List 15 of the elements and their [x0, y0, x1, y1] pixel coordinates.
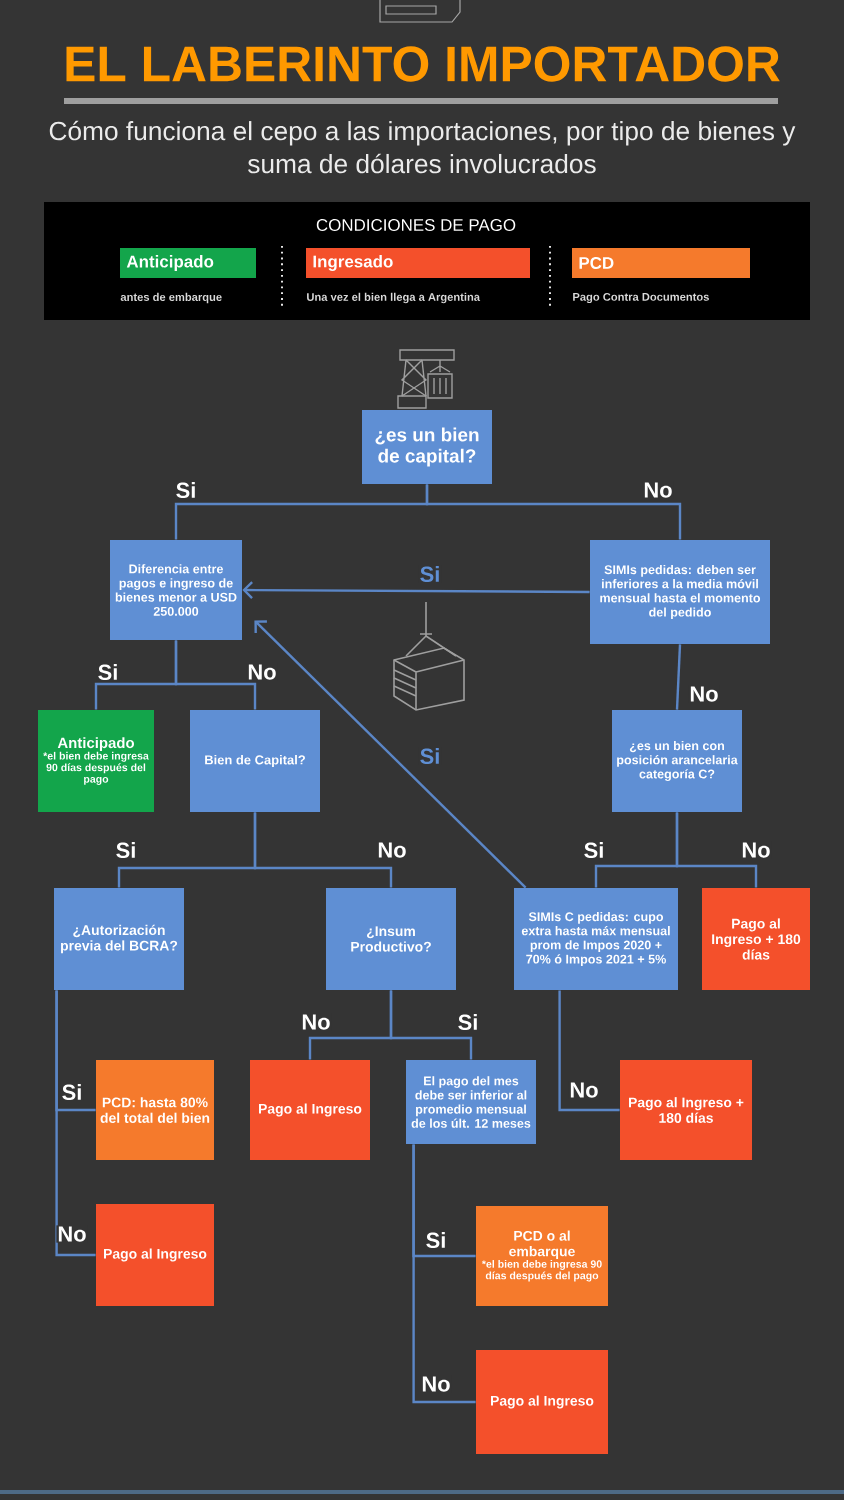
- edge-label: No: [300, 1013, 332, 1031]
- edge-label: No: [376, 841, 408, 859]
- diagram-title: EL LABERINTO IMPORTADOR: [66, 46, 780, 82]
- edge-label: No: [56, 1225, 88, 1243]
- legend-label: PCD: [579, 257, 614, 269]
- label: Cómo funciona el cepo a las importaciones, por tipo de bienes y suma de dólares involucrados: [49, 120, 796, 174]
- edge-label: No: [420, 1375, 452, 1393]
- edge-label: No: [568, 1081, 600, 1099]
- edge-label: No: [246, 663, 278, 681]
- edge-label: No: [642, 481, 674, 499]
- edge-label: No: [688, 685, 720, 703]
- legend-label: Anticipado: [126, 255, 214, 271]
- edge-label: No: [740, 841, 772, 859]
- legend-label: Ingresado: [313, 255, 393, 271]
- question-box: ¿es un bien de capital?: [362, 410, 492, 484]
